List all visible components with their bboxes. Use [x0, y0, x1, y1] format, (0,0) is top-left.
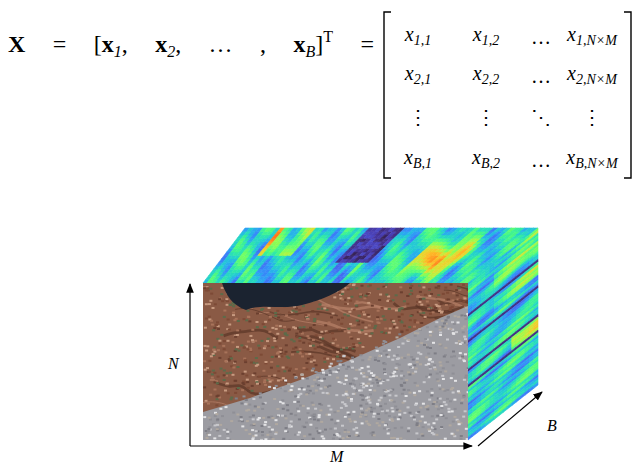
heatmap-cell: [507, 403, 511, 409]
heatmap-cell: [499, 410, 503, 416]
heatmap-cell: [490, 417, 494, 423]
heatmap-cell: [481, 424, 485, 430]
spectral-side-face: [468, 228, 538, 440]
spectral-top-face: [203, 228, 538, 283]
heatmap-cell: [486, 420, 490, 426]
heatmap-cell: [521, 393, 525, 399]
heatmap-cell: [468, 434, 472, 440]
heatmap-cell: [472, 431, 476, 437]
heatmap-cell: [503, 406, 507, 412]
heatmap-cell: [494, 413, 498, 419]
heatmap-cell: [525, 389, 529, 395]
heatmap-cell: [512, 400, 516, 406]
heatmap-cell: [516, 396, 520, 402]
heatmap-cell: [477, 427, 481, 433]
heatmap-cell: [529, 386, 533, 392]
